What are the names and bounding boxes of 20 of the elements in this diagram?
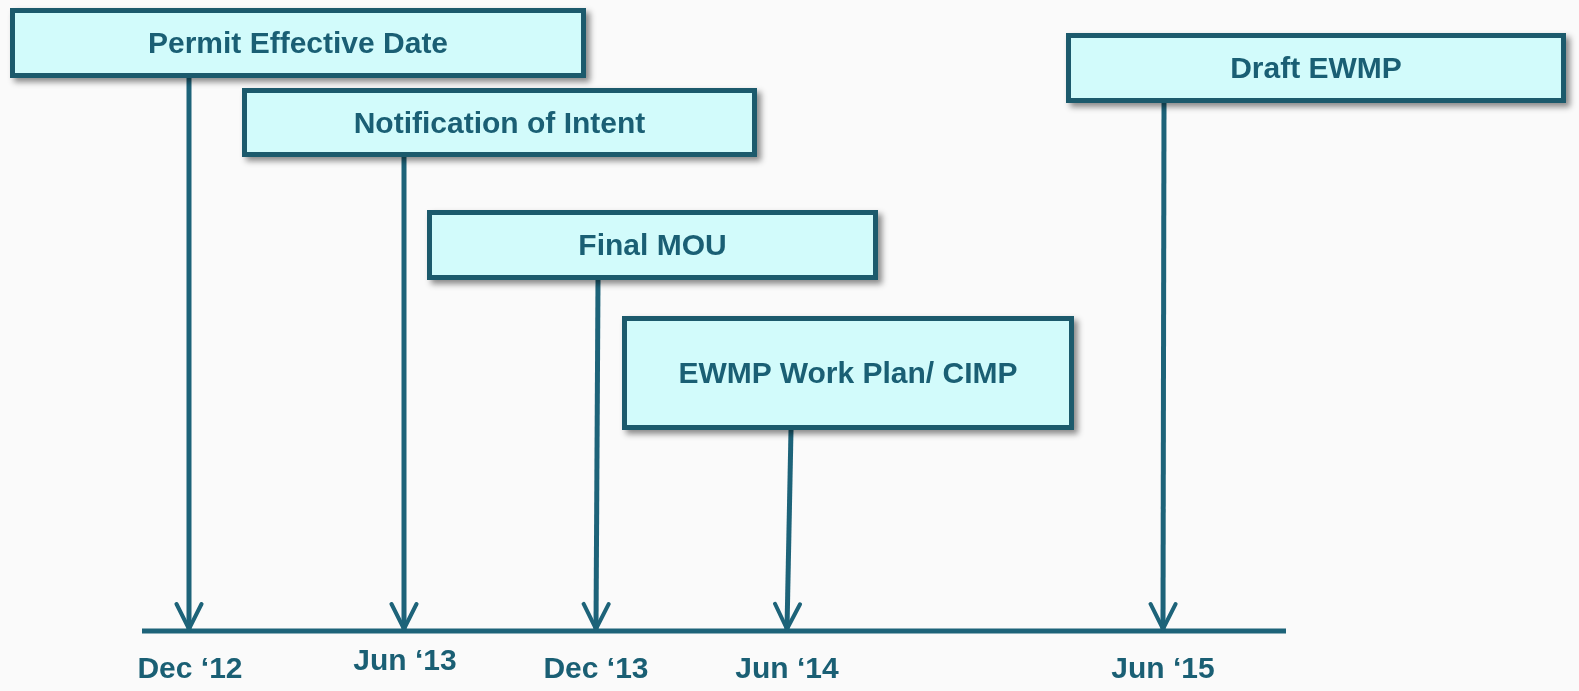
milestone-text: Notification of Intent [353,104,646,141]
arrow [773,429,802,631]
date-label: Jun ‘13 [353,642,457,678]
date-label: Dec ‘13 [543,650,649,686]
arrow [174,78,204,631]
milestone-text: EWMP Work Plan/ CIMP [678,355,1018,391]
milestone-box [1066,33,1566,103]
arrow [1148,103,1178,631]
date-label: Dec ‘12 [137,650,243,686]
milestone-text: Draft EWMP [1230,50,1402,86]
arrow [581,280,611,631]
milestone-text: Final MOU [578,227,727,263]
arrow [389,157,419,631]
date-label: Jun ‘14 [735,650,839,686]
date-label: Jun ‘15 [1111,650,1215,686]
milestone-box [427,210,878,280]
milestone-box [622,316,1074,430]
milestone-text: Permit Effective Date [147,25,449,61]
milestone-box [242,88,757,157]
milestone-box [10,8,586,78]
